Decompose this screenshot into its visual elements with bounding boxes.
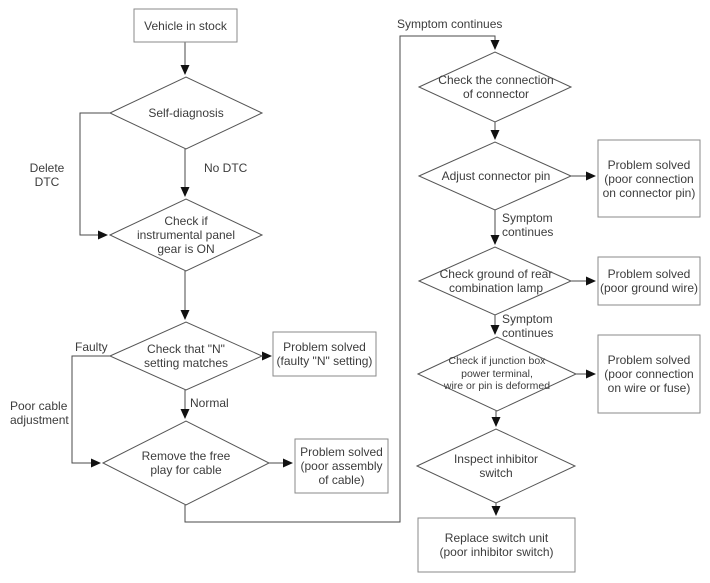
- diamond-n-setting: [108, 321, 264, 391]
- shapes: [101, 8, 701, 573]
- rect-solved-n-setting: [272, 331, 377, 377]
- rect-replace-switch: [417, 517, 576, 573]
- edge-label-normal: Normal: [190, 396, 229, 410]
- edge-label-symptom-continues-1: Symptom continues: [502, 211, 554, 239]
- node-solved-n-setting: Problem solved (faulty "N" setting): [276, 340, 373, 368]
- node-vehicle-in-stock: Vehicle in stock: [144, 18, 227, 33]
- node-solved-pin: Problem solved (poor connection on conne…: [602, 157, 696, 200]
- diamond-instrument-panel: [108, 198, 264, 272]
- rect-solved-cable: [294, 438, 389, 494]
- edge-label-symptom-continues-2: Symptom continues: [502, 312, 554, 340]
- edge-label-faulty: Faulty: [75, 340, 108, 354]
- diamond-connector-pin: [417, 141, 573, 211]
- diamond-junction-box: [416, 336, 578, 412]
- node-junction-box: Check if junction box power terminal, wi…: [443, 355, 551, 393]
- node-solved-wire-fuse: Problem solved (poor connection on wire …: [604, 353, 694, 395]
- edge-label-delete-dtc: Delete DTC: [29, 161, 65, 189]
- node-solved-cable: Problem solved (poor assembly of cable): [300, 445, 383, 487]
- node-n-setting: Check that "N" setting matches: [143, 342, 229, 370]
- edge-faulty-loop: [71, 355, 110, 468]
- node-instrument-panel: Check if instrumental panel gear is ON: [136, 214, 236, 256]
- diamond-inhibitor: [415, 428, 577, 504]
- edge-symptom-continues-top: [184, 35, 500, 523]
- diamond-self-diagnosis: [108, 76, 264, 150]
- node-inhibitor: Inspect inhibitor switch: [453, 452, 539, 480]
- rect-vehicle-in-stock: [133, 8, 238, 43]
- node-replace-switch: Replace switch unit (poor inhibitor swit…: [439, 531, 554, 559]
- edge-label-no-dtc: No DTC: [204, 161, 248, 175]
- diamond-ground-lamp: [417, 246, 573, 316]
- rect-solved-wire-fuse: [597, 334, 701, 414]
- edge-delete-dtc-loop: [79, 112, 110, 240]
- node-connector-pin: Adjust connector pin: [441, 169, 551, 183]
- node-self-diagnosis: Self-diagnosis: [148, 106, 224, 120]
- rect-solved-pin: [597, 139, 701, 218]
- diamond-free-play: [101, 420, 271, 506]
- node-ground-lamp: Check ground of rear combination lamp: [439, 267, 553, 295]
- node-connector: Check the connection of connector: [438, 73, 554, 101]
- diamond-connector: [417, 51, 573, 123]
- edges: [71, 35, 596, 523]
- rect-solved-ground: [597, 256, 701, 306]
- edge-label-symptom-continues-top: Symptom continues: [397, 17, 503, 31]
- node-solved-ground: Problem solved (poor ground wire): [599, 267, 699, 295]
- node-free-play: Remove the free play for cable: [141, 449, 231, 477]
- edge-label-poor-cable-adjustment: Poor cable adjustment: [10, 399, 69, 427]
